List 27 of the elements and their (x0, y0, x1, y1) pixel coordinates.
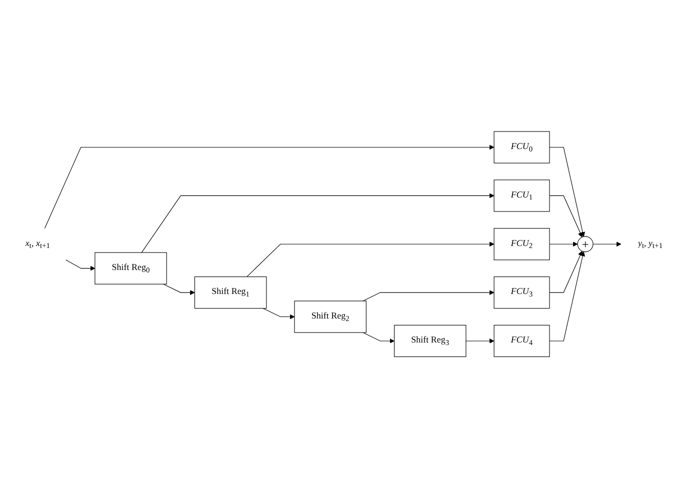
arrow (549, 195, 583, 238)
node-box: Shift Reg$_{0}$ (94, 252, 167, 284)
node-box: Shift Reg$_{3}$ (394, 324, 466, 357)
arrow (549, 251, 586, 342)
arrow (262, 308, 295, 320)
arrow (141, 193, 494, 253)
node-box: FCU$_{2}$ (494, 228, 550, 260)
node-box: FCU$_{0}$ (494, 131, 550, 164)
node-box: Shift Reg$_{1}$ (194, 276, 267, 308)
arrow (163, 284, 195, 295)
node-box: FCU$_{4}$ (494, 324, 550, 357)
node-box: FCU$_{1}$ (494, 180, 550, 212)
node-box: Shift Reg$_{2}$ (294, 300, 366, 333)
node-box: FCU$_{3}$ (494, 276, 550, 308)
arrow (549, 242, 578, 246)
arrow (66, 260, 96, 271)
node-text: y$_{t}$, y$_{t+1}$ (638, 238, 663, 250)
node-circle: + (577, 236, 594, 252)
arrow (362, 332, 395, 344)
arrow (246, 242, 494, 277)
arrow (549, 250, 583, 293)
arrow (466, 338, 494, 344)
arrow (44, 144, 494, 228)
arrow (549, 146, 586, 237)
node-text: x$_{t}$, x$_{t+1}$ (25, 238, 50, 250)
arrow (592, 242, 622, 246)
arrow (362, 290, 494, 302)
